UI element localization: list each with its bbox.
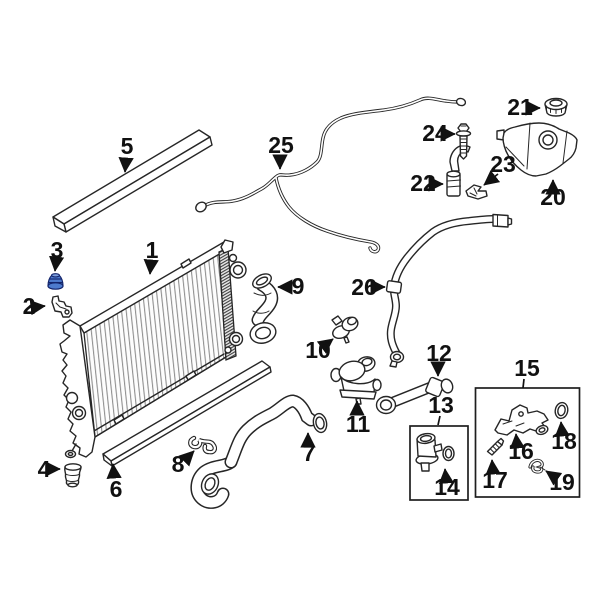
lower-radiator-hose — [190, 394, 328, 509]
callout-25-label: 25 — [268, 132, 294, 158]
upper-seal-strip — [52, 129, 213, 233]
callout-16-label: 16 — [508, 438, 534, 464]
callout-20: 20 — [540, 179, 566, 210]
callout-10: 10 — [305, 337, 334, 363]
callout-1: 1 — [143, 237, 159, 275]
tank-clip — [465, 184, 488, 200]
callout-14: 14 — [434, 468, 460, 500]
radiator-left-tank — [59, 319, 96, 458]
mounting-bolt — [455, 123, 472, 160]
overflow-hose — [195, 96, 467, 254]
callout-16: 16 — [508, 433, 534, 464]
callout-7: 7 — [300, 432, 316, 466]
callout-3: 3 — [48, 237, 65, 272]
callout-23: 23 — [483, 151, 516, 186]
callout-9: 9 — [277, 273, 305, 299]
callout-10-label: 10 — [305, 337, 331, 363]
hose-clip — [188, 435, 218, 455]
callout-22: 22 — [410, 170, 444, 196]
radiator — [59, 239, 247, 459]
callout-3-label: 3 — [51, 237, 64, 263]
callout-7-label: 7 — [303, 440, 316, 466]
expansion-tank — [496, 122, 578, 177]
callout-25: 25 — [268, 132, 294, 170]
callout-6-label: 6 — [110, 476, 123, 502]
callout-12-label: 12 — [426, 340, 452, 366]
callout-17-label: 17 — [482, 467, 508, 493]
radiator-grommet-highlighted — [47, 273, 64, 290]
callout-17: 17 — [482, 459, 508, 493]
callout-12: 12 — [426, 340, 452, 377]
callout-9-label: 9 — [292, 273, 305, 299]
callout-2: 2 — [23, 293, 46, 319]
kit-box-14 — [409, 425, 469, 501]
callout-15-label: 15 — [514, 355, 540, 381]
radiator-insulator — [64, 463, 82, 488]
kit-stud — [486, 437, 505, 456]
callout-5: 5 — [118, 133, 134, 173]
callout-19-label: 19 — [549, 469, 575, 495]
callout-24-label: 24 — [422, 120, 448, 146]
coolant-hose — [385, 213, 513, 368]
callout-21-label: 21 — [507, 94, 533, 120]
callout-18-label: 18 — [551, 428, 577, 454]
upper-radiator-hose — [249, 273, 279, 344]
callout-26: 26 — [351, 274, 386, 300]
callout-13-label: 13 — [428, 392, 454, 418]
thermostat-housing — [330, 356, 382, 405]
callout-11-label: 11 — [346, 411, 371, 437]
callout-26-label: 26 — [351, 274, 377, 300]
callout-8-label: 8 — [172, 451, 185, 477]
callout-6: 6 — [106, 463, 123, 502]
kit-bracket — [494, 404, 549, 436]
callout-14-label: 14 — [434, 474, 460, 500]
callout-19: 19 — [545, 469, 575, 495]
reservoir-cap — [544, 97, 568, 117]
radiator-mount-bracket — [51, 295, 73, 318]
callout-21: 21 — [507, 94, 541, 120]
callout-18: 18 — [551, 421, 577, 454]
callout-2-label: 2 — [23, 293, 36, 319]
callout-4: 4 — [38, 456, 61, 482]
kit-o-ring — [554, 401, 569, 420]
callout-11: 11 — [346, 400, 371, 437]
callout-1-label: 1 — [146, 237, 159, 263]
callout-13: 13 — [428, 392, 454, 426]
callouts: 1 2 3 4 5 6 7 8 — [23, 94, 577, 502]
connector-tube — [375, 376, 454, 415]
radiator-drain — [71, 443, 77, 452]
kit-clip — [528, 458, 546, 474]
callout-15: 15 — [514, 355, 540, 389]
callout-5-label: 5 — [121, 133, 134, 159]
callout-8: 8 — [172, 450, 195, 477]
callout-24: 24 — [422, 120, 456, 146]
callout-20-label: 20 — [540, 184, 566, 210]
callout-22-label: 22 — [410, 170, 436, 196]
water-outlet-fitting — [331, 315, 359, 344]
callout-4-label: 4 — [38, 456, 51, 482]
callout-23-label: 23 — [490, 151, 516, 177]
